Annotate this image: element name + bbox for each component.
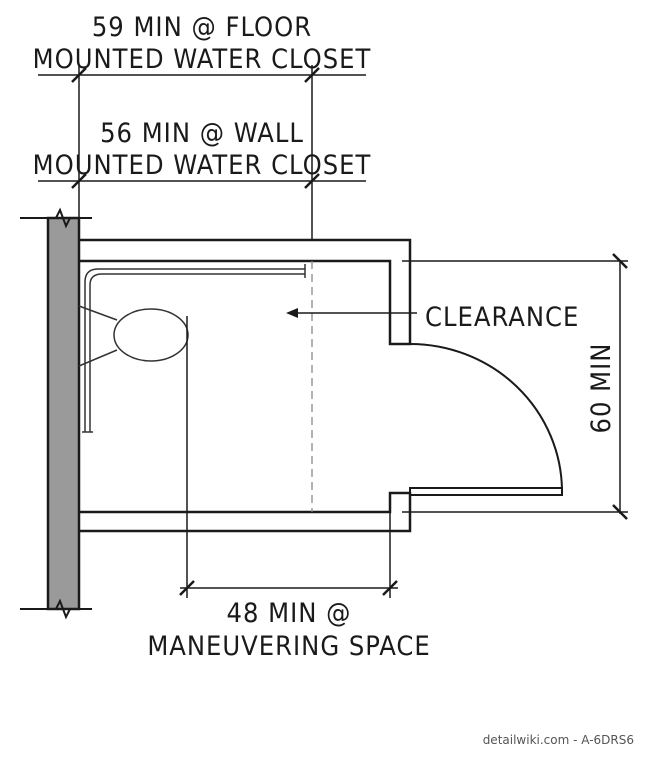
grab-bars <box>82 264 306 433</box>
man-dim-line2: MANEUVERING SPACE <box>147 631 430 662</box>
wall-section <box>20 207 92 620</box>
clearance-arrow <box>286 308 417 318</box>
floor-dimension <box>38 65 366 240</box>
floor-dim-line2: MOUNTED WATER CLOSET <box>33 44 372 75</box>
depth-dim-label: 60 MIN <box>586 343 617 434</box>
watermark: detailwiki.com - A-6DRS6 <box>483 733 634 747</box>
door <box>409 343 563 496</box>
depth-dimension <box>402 253 628 520</box>
maneuvering-dimension <box>179 316 398 598</box>
clearance-label: CLEARANCE <box>425 302 579 333</box>
wall-dimension <box>38 173 366 189</box>
water-closet <box>78 305 189 367</box>
wall-dim-line1: 56 MIN @ WALL <box>100 118 304 149</box>
floor-dim-line1: 59 MIN @ FLOOR <box>92 12 312 43</box>
stall-partitions <box>79 238 412 533</box>
wall-dim-line2: MOUNTED WATER CLOSET <box>33 150 372 181</box>
man-dim-line1: 48 MIN @ <box>227 598 352 629</box>
